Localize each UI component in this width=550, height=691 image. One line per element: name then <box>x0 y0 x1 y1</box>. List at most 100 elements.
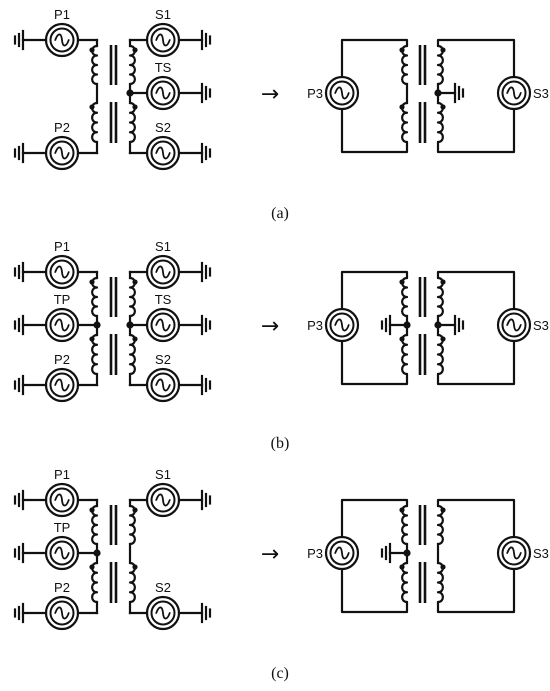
polarity-dot <box>440 104 446 110</box>
coil-winding <box>401 276 409 318</box>
wire <box>340 567 409 614</box>
sine-wave <box>54 146 70 160</box>
wire <box>436 498 516 539</box>
coil-winding <box>128 333 136 376</box>
primary-coil <box>401 333 409 376</box>
transform-arrow: → <box>261 314 279 339</box>
polarity-dot <box>89 564 95 570</box>
transformer-upper <box>89 504 138 546</box>
primary-coil <box>91 44 99 86</box>
primary-coil <box>401 504 409 546</box>
junction-dot <box>93 321 101 329</box>
sine-wave <box>155 86 171 100</box>
coil-winding <box>128 44 136 86</box>
ac-source-icon <box>145 307 181 343</box>
coil-winding <box>436 561 444 604</box>
source-label: P3 <box>307 86 323 101</box>
junction-dot <box>434 89 442 97</box>
source-label: S2 <box>155 580 171 595</box>
junction-dot <box>126 321 134 329</box>
ground-icon <box>200 314 212 336</box>
ac-source-icon <box>44 254 80 290</box>
ground-icon <box>13 542 25 564</box>
ac-source-icon <box>324 75 360 111</box>
transformer-lower <box>399 101 446 144</box>
polarity-dot <box>132 564 138 570</box>
ground-icon <box>453 314 465 336</box>
polarity-dot <box>440 336 446 342</box>
source-label: P3 <box>307 546 323 561</box>
primary-coil <box>91 101 99 144</box>
polarity-dot <box>399 507 405 513</box>
source-label: TP <box>54 292 71 307</box>
sine-wave <box>334 86 350 100</box>
secondary-coil <box>436 101 444 144</box>
sine-wave <box>54 378 70 392</box>
source-label: S2 <box>155 352 171 367</box>
ac-source-icon <box>496 75 532 111</box>
sine-wave <box>155 33 171 47</box>
ground-icon <box>200 29 212 51</box>
secondary-coil <box>128 561 136 604</box>
wire <box>340 38 409 79</box>
transformer-upper <box>399 276 446 318</box>
sine-wave <box>54 606 70 620</box>
sine-wave <box>506 546 522 560</box>
transformer-upper <box>89 44 138 86</box>
polarity-dot <box>132 507 138 513</box>
source-label: S2 <box>155 120 171 135</box>
source-label: TS <box>155 60 172 75</box>
polarity-dot <box>399 104 405 110</box>
ac-source-icon <box>324 307 360 343</box>
secondary-coil <box>128 44 136 86</box>
ground-icon <box>200 602 212 624</box>
coil-winding <box>91 44 99 86</box>
ground-icon <box>13 489 25 511</box>
ac-source-icon <box>145 595 181 631</box>
sine-wave <box>155 606 171 620</box>
sine-wave <box>54 318 70 332</box>
wire <box>340 339 409 386</box>
sine-wave <box>155 265 171 279</box>
ac-source-icon <box>44 482 80 518</box>
polarity-dot <box>399 279 405 285</box>
polarity-dot <box>89 279 95 285</box>
source-label: S3 <box>533 318 549 333</box>
ground-icon <box>200 82 212 104</box>
junction-dot <box>403 549 411 557</box>
ground-icon <box>453 82 465 104</box>
ground-icon <box>13 261 25 283</box>
transformer-upper <box>399 44 446 86</box>
sine-wave <box>54 33 70 47</box>
polarity-dot <box>132 47 138 53</box>
source-label: S1 <box>155 467 171 482</box>
sine-wave <box>506 86 522 100</box>
coil-winding <box>436 504 444 546</box>
primary-coil <box>401 101 409 144</box>
ground-icon <box>13 374 25 396</box>
coil-winding <box>91 276 99 318</box>
coil-winding <box>401 504 409 546</box>
coil-winding <box>401 101 409 144</box>
ground-icon <box>200 261 212 283</box>
primary-coil <box>401 44 409 86</box>
coil-winding <box>128 101 136 144</box>
wire <box>436 38 516 79</box>
source-label: P1 <box>54 7 70 22</box>
source-label: TS <box>155 292 172 307</box>
sine-wave <box>155 493 171 507</box>
source-label: S1 <box>155 7 171 22</box>
source-label: P2 <box>54 580 70 595</box>
ac-source-icon <box>496 307 532 343</box>
ac-source-icon <box>496 535 532 571</box>
primary-coil <box>401 561 409 604</box>
polarity-dot <box>440 564 446 570</box>
coil-winding <box>91 333 99 376</box>
sine-wave <box>506 318 522 332</box>
